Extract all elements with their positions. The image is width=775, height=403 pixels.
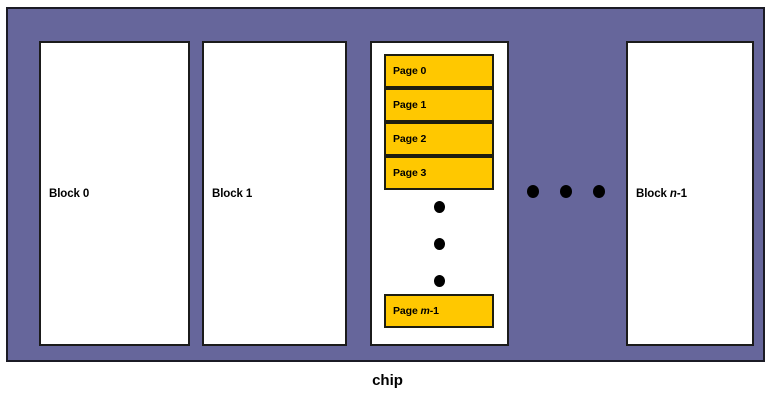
page-3-label: Page 3 xyxy=(393,167,427,179)
page-0-label: Page 0 xyxy=(393,65,427,77)
vertical-ellipsis-icon xyxy=(433,201,447,287)
horizontal-ellipsis-icon xyxy=(527,184,605,198)
block-1-label: Block 1 xyxy=(212,187,253,200)
chip-caption: chip xyxy=(372,372,403,389)
block-0: Block 0 xyxy=(39,41,190,346)
page-2-label: Page 2 xyxy=(393,133,427,145)
page-1-label: Page 1 xyxy=(393,99,427,111)
page-3: Page 3 xyxy=(384,156,494,190)
ellipsis-dot xyxy=(434,201,445,213)
ellipsis-dot xyxy=(434,238,445,250)
page-m-minus-1: Page m-1 xyxy=(384,294,494,328)
block-detail-pages: Page 0 Page 1 Page 2 Page 3 Page m-1 xyxy=(370,41,509,346)
page-m-minus-1-label: Page m-1 xyxy=(393,305,439,317)
ellipsis-dot xyxy=(593,184,605,198)
ellipsis-dot xyxy=(434,275,445,287)
ellipsis-dot xyxy=(527,184,539,198)
block-n-minus-1-label: Block n-1 xyxy=(636,187,687,200)
chip-enclosure: Block 0 Block 1 Page 0 Page 1 Page 2 Pag… xyxy=(6,7,765,362)
page-0: Page 0 xyxy=(384,54,494,88)
page-1: Page 1 xyxy=(384,88,494,122)
page-2: Page 2 xyxy=(384,122,494,156)
block-0-label: Block 0 xyxy=(49,187,90,200)
block-n-minus-1: Block n-1 xyxy=(626,41,754,346)
ellipsis-dot xyxy=(560,184,572,198)
block-1: Block 1 xyxy=(202,41,347,346)
